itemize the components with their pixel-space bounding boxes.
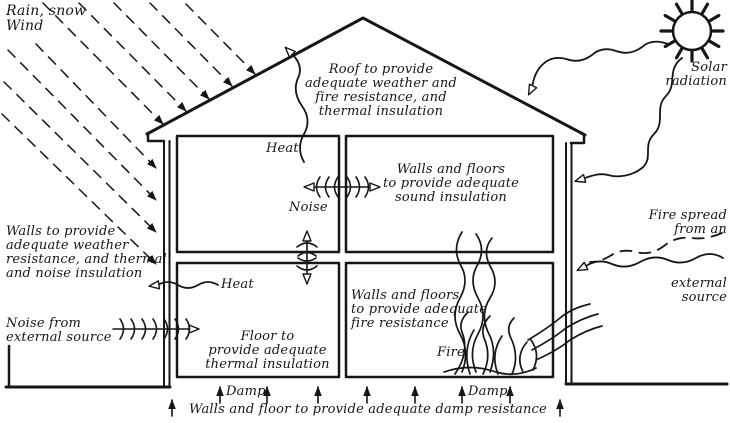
noise-wave-floor	[296, 230, 318, 285]
fire-spread-label: Fire spread from an	[648, 208, 727, 237]
room-upper-left	[175, 134, 341, 254]
fire-spread-waves	[576, 232, 724, 272]
rain-snow-wind-label: Rain, snow Wind	[6, 3, 87, 34]
heat-upper-label: Heat	[266, 141, 299, 156]
damp-arrows	[168, 386, 564, 417]
floor-thermal-label: Floor to provide adequate thermal insula…	[205, 329, 330, 372]
external-source-label: external source	[670, 276, 727, 305]
left-wall	[163, 140, 171, 388]
fire-spread-dashed-wave	[589, 232, 723, 263]
fire-label: Fire	[437, 345, 465, 360]
solar-wave-to-roof	[527, 40, 669, 96]
noise-external-label: Noise from external source	[6, 316, 112, 345]
house-structure	[4, 16, 729, 389]
sun-icon	[659, 0, 725, 63]
right-wall	[565, 142, 573, 385]
roof-outline	[145, 16, 587, 137]
heat-lower-label: Heat	[221, 277, 254, 292]
room-upper-right	[344, 134, 555, 254]
noise-wave-external	[112, 318, 200, 340]
roof-label: Roof to provide adequate weather and fir…	[305, 62, 457, 119]
damp-resistance-label: Walls and floor to provide adequate damp…	[189, 402, 547, 417]
rain-snow-wind-arrows	[1, 2, 256, 265]
fire-spread-solid-wave	[576, 253, 724, 272]
solar-radiation-label: Solar radiation	[665, 60, 727, 89]
room-lower-right	[344, 261, 555, 379]
damp-right-label: Damp	[468, 384, 508, 399]
right-eave	[569, 133, 586, 145]
room-lower-left	[175, 261, 341, 379]
fire-flames-icon	[443, 311, 538, 376]
solar-radiation-waves	[527, 40, 683, 183]
noise-internal-label: Noise	[289, 200, 328, 215]
noise-wave-internal	[303, 176, 381, 198]
solar-wave-to-wall	[574, 57, 683, 183]
heat-wave-roof	[284, 46, 309, 163]
walls-external-label: Walls to provide adequate weather resist…	[6, 224, 167, 281]
damp-left-label: Damp	[226, 384, 266, 399]
left-eave	[146, 131, 166, 143]
heat-wave-wall	[148, 280, 219, 290]
smoke-waves	[454, 231, 603, 373]
fire-resistance-label: Walls and floors to provide adequate fir…	[351, 288, 488, 331]
sound-insulation-label: Walls and floors to provide adequate sou…	[382, 162, 520, 205]
